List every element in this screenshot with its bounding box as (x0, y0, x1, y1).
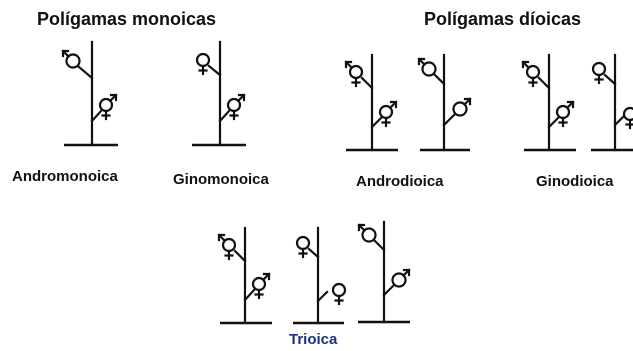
plant-trioica-3 (357, 220, 411, 324)
hermaphrodite-symbol-icon (98, 93, 118, 121)
plant-andromonoica (61, 40, 118, 147)
plant-ginomonoica (192, 40, 246, 147)
label-androdioica: Androdioica (356, 173, 444, 190)
hermaphrodite-symbol-icon (378, 100, 398, 128)
label-ginodioica: Ginodioica (536, 173, 614, 190)
female-symbol-icon (331, 282, 347, 306)
hermaphrodite-symbol-icon (521, 60, 541, 88)
plant-trioica-1 (217, 226, 272, 325)
male-symbol-icon (452, 97, 472, 117)
male-symbol-icon (391, 268, 411, 288)
label-trioica: Trioica (289, 331, 338, 348)
label-ginomonoica: Ginomonoica (173, 171, 269, 188)
plant-androdioica-1 (344, 53, 398, 152)
male-symbol-icon (61, 49, 81, 69)
female-symbol-icon (195, 52, 211, 76)
plant-androdioica-2 (417, 53, 472, 152)
hermaphrodite-symbol-icon (251, 272, 271, 300)
header-polygamas-monoicas: Polígamas monoicas (37, 9, 216, 29)
hermaphrodite-symbol-icon (344, 60, 364, 88)
plant-ginodioica-1 (521, 53, 576, 152)
female-symbol-icon (591, 61, 607, 85)
label-andromonoica: Andromonoica (12, 168, 118, 185)
plant-trioica-2 (293, 226, 347, 325)
hermaphrodite-symbol-icon (217, 233, 237, 261)
male-symbol-icon (417, 57, 437, 77)
hermaphrodite-symbol-icon (555, 100, 575, 128)
header-polygamas-dioicas: Polígamas díoicas (424, 9, 581, 29)
male-symbol-icon (357, 223, 377, 243)
hermaphrodite-symbol-icon (226, 93, 246, 121)
female-symbol-icon (295, 235, 311, 259)
female-symbol-icon (622, 106, 633, 130)
plant-ginodioica-2 (591, 53, 633, 152)
